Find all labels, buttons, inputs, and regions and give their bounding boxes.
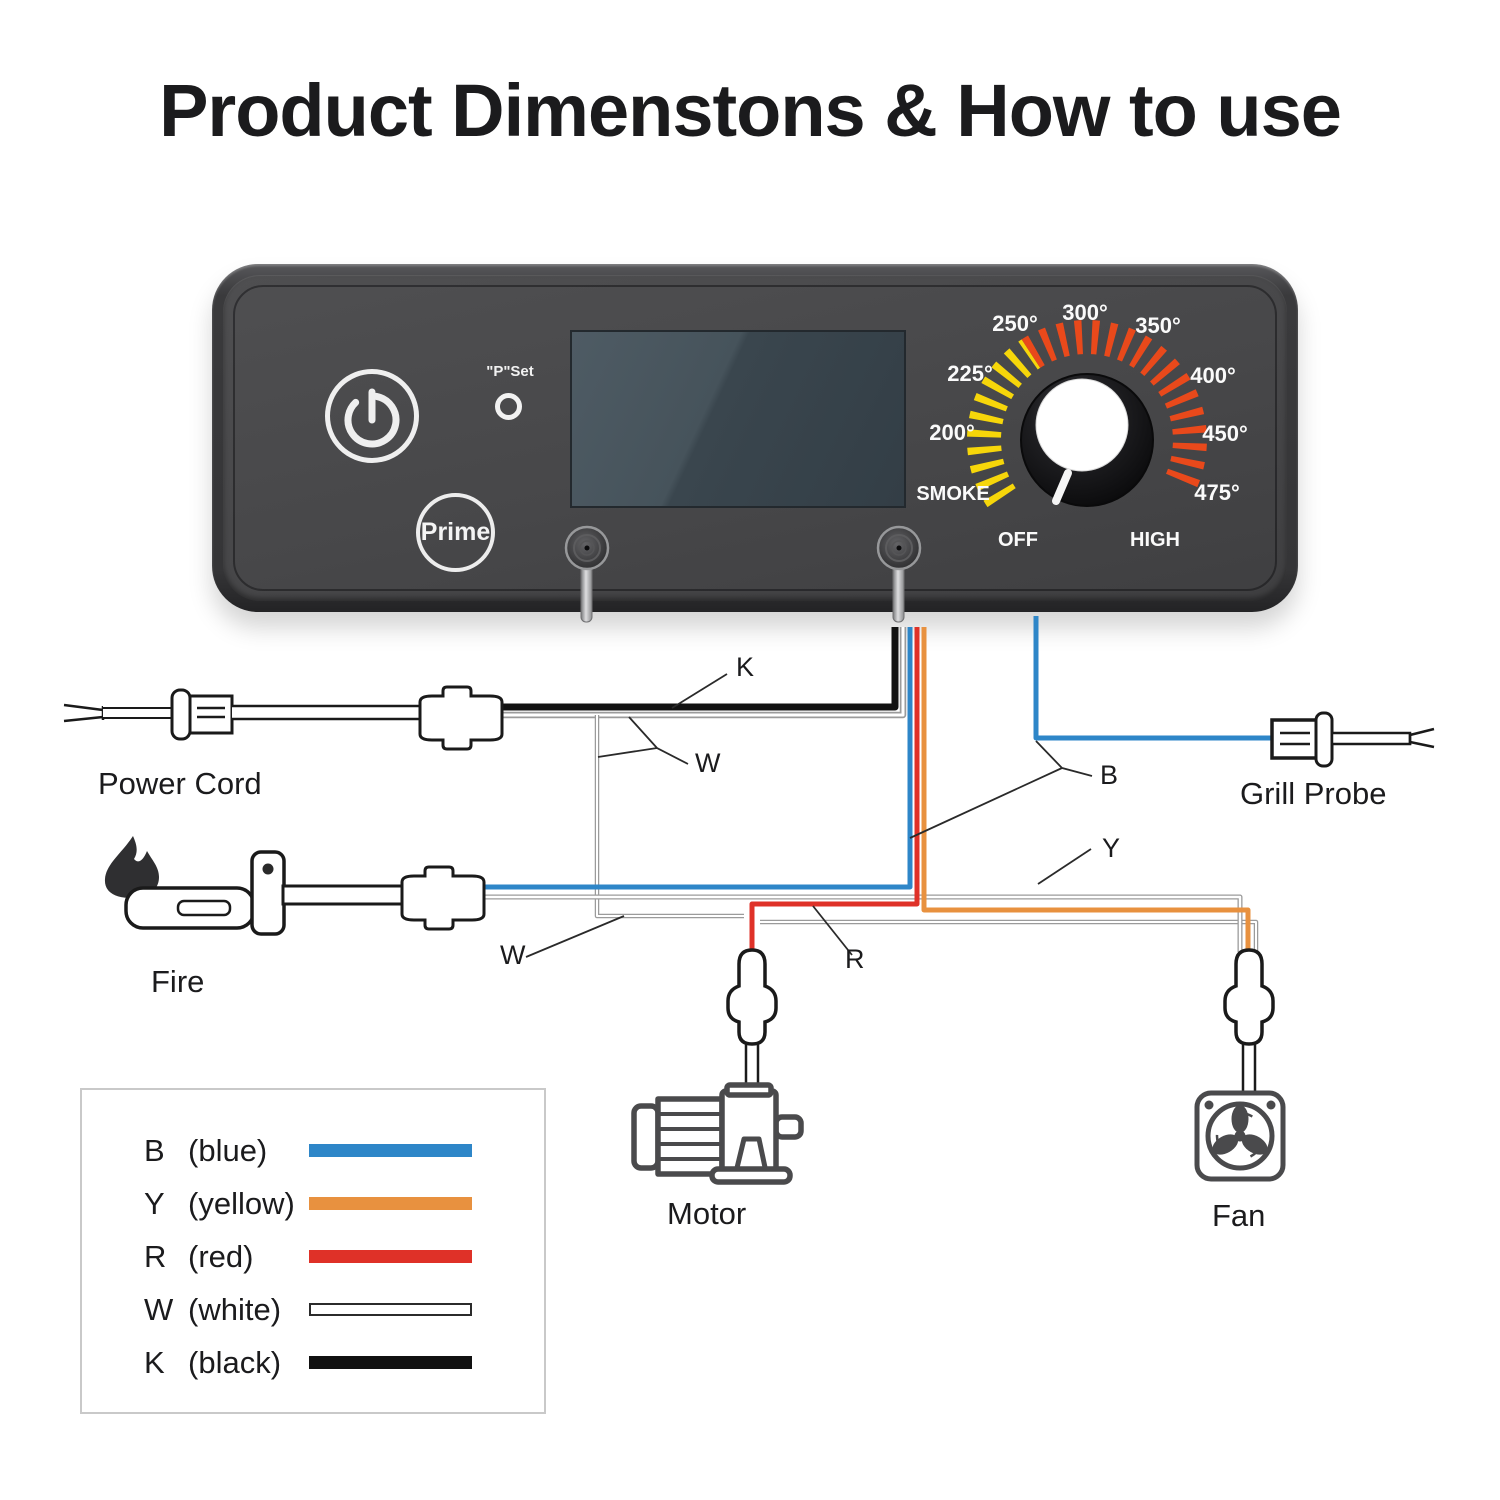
fire-assembly — [104, 836, 486, 936]
wire-white-to-power-cord — [460, 627, 907, 719]
legend-color-name: (blue) — [188, 1132, 268, 1168]
wire-red-to-motor — [749, 627, 920, 960]
legend-swatch-red — [309, 1250, 472, 1263]
dial-label-350: 350° — [1135, 313, 1181, 338]
legend-swatch-black — [309, 1356, 472, 1369]
probe-cylinder — [1314, 711, 1334, 768]
grill-probe-assembly — [1270, 711, 1435, 768]
dial-label-225: 225° — [947, 361, 993, 386]
dial-arc-smoke-zone — [967, 339, 1041, 508]
legend-code: K — [144, 1344, 165, 1380]
igniter-plate — [250, 850, 286, 936]
legend-code: B — [144, 1132, 165, 1168]
legend-code: Y — [144, 1185, 165, 1221]
power-plug-prongs-icon — [63, 703, 105, 723]
dial-label-smoke: SMOKE — [916, 483, 989, 505]
prime-button[interactable]: Prime — [416, 493, 495, 572]
wire-color-legend: B (blue) Y (yellow) R (red) W (white) K … — [80, 1088, 546, 1414]
dial-label-200: 200° — [929, 420, 975, 445]
leader-w-upper — [597, 716, 689, 765]
probe-rod — [1330, 731, 1412, 746]
legend-row-blue: B (blue) — [82, 1124, 544, 1177]
wire-blue-to-fire — [470, 627, 913, 890]
legend-code: R — [144, 1238, 167, 1274]
wire-tag-b: B — [1100, 760, 1119, 790]
dial-knob-pointer — [1052, 469, 1072, 505]
motor-label: Motor — [667, 1196, 747, 1231]
panel-face: "P"Set Prime — [223, 275, 1287, 601]
flame-icon — [104, 836, 159, 898]
controller-panel: "P"Set Prime — [212, 264, 1298, 612]
power-cord-label: Power Cord — [98, 766, 262, 801]
legend-color-name: (black) — [188, 1344, 282, 1380]
legend-color-name: (white) — [188, 1291, 282, 1327]
legend-row-white: W (white) — [82, 1283, 544, 1336]
igniter-slot — [176, 899, 232, 917]
motor-connector — [726, 948, 778, 1088]
wire-tag-w-lower: W — [500, 940, 526, 970]
fire-label: Fire — [151, 964, 205, 999]
legend-color-name: (red) — [188, 1238, 254, 1274]
legend-row-red: R (red) — [82, 1230, 544, 1283]
wire-yellow-to-fan — [921, 627, 1251, 960]
power-cord-assembly — [63, 685, 504, 751]
lcd-screen — [570, 330, 906, 508]
wire-tag-k: K — [736, 652, 755, 682]
leader-lines — [525, 673, 1093, 958]
temperature-dial: 250° 300° 350° 225° 400° 200° 450° SMOKE… — [916, 300, 1248, 551]
leader-w-lower — [525, 915, 625, 958]
igniter-rod — [281, 884, 406, 906]
igniter-hole — [262, 863, 274, 875]
page-title: Product Dimenstons & How to use — [159, 69, 1342, 152]
legend-swatch-blue — [309, 1144, 472, 1157]
legend-row-yellow: Y (yellow) — [82, 1177, 544, 1230]
dial-knob-center — [1035, 378, 1129, 472]
wire-black-k — [460, 627, 899, 711]
dial-label-300: 300° — [1062, 300, 1108, 325]
igniter-body — [124, 886, 256, 930]
dial-arc-heat-zone — [1021, 320, 1207, 494]
legend-code: W — [144, 1291, 174, 1327]
fan-icon — [1194, 1090, 1286, 1182]
power-plug-box — [188, 694, 234, 735]
grill-probe-label: Grill Probe — [1240, 776, 1387, 811]
legend-row-black: K (black) — [82, 1336, 544, 1389]
fire-connector — [400, 865, 486, 931]
probe-tip-icon — [1408, 727, 1435, 749]
dial-label-450: 450° — [1202, 421, 1248, 446]
legend-swatch-white — [309, 1303, 472, 1316]
dial-label-250: 250° — [992, 311, 1038, 336]
wire-tag-y: Y — [1102, 833, 1121, 863]
dial-label-off: OFF — [998, 529, 1038, 551]
fan-label: Fan — [1212, 1198, 1266, 1233]
wire-tag-r: R — [845, 944, 865, 974]
wire-blue-to-grill-probe — [1033, 616, 1280, 741]
wire-tag-w-upper: W — [695, 748, 721, 778]
dial-label-475: 475° — [1194, 480, 1240, 505]
dial-label-400: 400° — [1190, 363, 1236, 388]
panel-etch-line — [233, 285, 1277, 591]
power-button[interactable] — [325, 369, 419, 463]
power-icon — [344, 388, 400, 448]
leader-k — [671, 673, 728, 709]
power-plug-body — [170, 688, 192, 741]
pset-label: "P"Set — [486, 363, 534, 380]
legend-color-name: (yellow) — [188, 1185, 295, 1221]
leader-b — [909, 740, 1093, 839]
leader-y — [1037, 848, 1092, 885]
dial-label-high: HIGH — [1130, 529, 1180, 551]
pset-indicator — [495, 393, 522, 420]
probe-box — [1270, 718, 1320, 760]
motor-icon — [631, 1082, 804, 1185]
power-cord-connector — [418, 685, 504, 751]
fan-connector — [1223, 948, 1275, 1096]
legend-swatch-yellow — [309, 1197, 472, 1210]
prime-button-label: Prime — [420, 518, 491, 546]
